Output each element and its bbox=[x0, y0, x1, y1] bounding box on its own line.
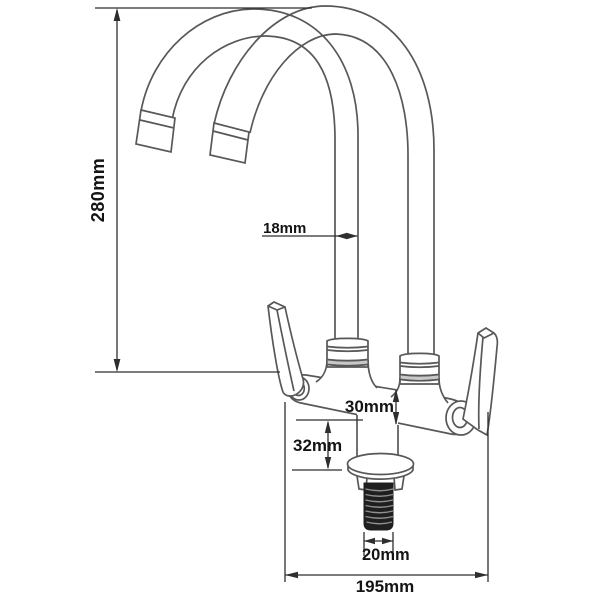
front-coupling-nut bbox=[326, 337, 369, 368]
front-spout-nozzle bbox=[135, 108, 176, 154]
dim-label-spout-tube: 18mm bbox=[263, 220, 306, 237]
right-lever-handle bbox=[462, 326, 499, 437]
dimension-thread-diameter: 20mm bbox=[362, 532, 410, 564]
threaded-shank bbox=[363, 482, 394, 531]
dimension-spout-tube: 18mm bbox=[262, 220, 358, 240]
dim-label-overall-height: 280mm bbox=[88, 158, 108, 223]
rear-spout-tube bbox=[213, 5, 435, 356]
left-lever-handle bbox=[267, 301, 305, 397]
dimension-overall-width: 195mm bbox=[284, 402, 489, 596]
dim-label-body-diameter: 30mm bbox=[345, 397, 394, 416]
rear-coupling-nut bbox=[399, 352, 440, 385]
mounting-flange bbox=[346, 452, 415, 480]
dimension-body-diameter: 30mm bbox=[345, 389, 400, 425]
rear-spout-nozzle bbox=[209, 121, 250, 165]
dimension-overall-height: 280mm bbox=[88, 7, 312, 373]
front-spout-tube bbox=[140, 8, 359, 340]
dim-label-overall-width: 195mm bbox=[356, 577, 415, 596]
dim-label-body-to-deck: 32mm bbox=[293, 436, 342, 455]
riser-column bbox=[356, 410, 399, 458]
dimension-body-to-deck: 32mm bbox=[292, 419, 363, 471]
dim-label-thread-diameter: 20mm bbox=[362, 546, 410, 564]
